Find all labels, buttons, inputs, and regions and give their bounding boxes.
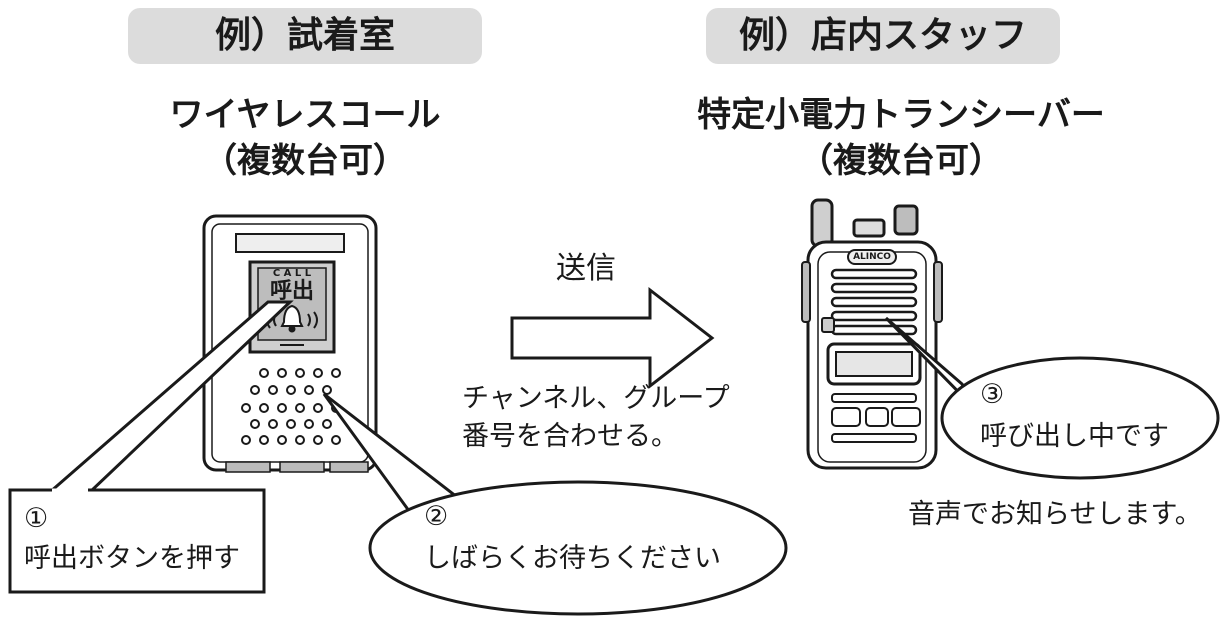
call-button-top-text: C A L L [272, 268, 312, 279]
transceiver-title: 特定小電力トランシーバー [697, 95, 1105, 135]
channel-note-line2: 番号を合わせる。 [462, 421, 678, 452]
transceiver-subtitle: （複数台可） [799, 141, 1003, 181]
step3-text: 呼び出し中です [980, 421, 1169, 452]
voice-note: 音声でお知らせします。 [908, 499, 1202, 530]
step3-number: ③ [980, 379, 1005, 410]
step2-bubble [368, 480, 788, 616]
transceiver-brand: ALINCO [853, 252, 891, 262]
transceiver-device [801, 198, 943, 470]
send-label: 送信 [556, 251, 616, 286]
step1-text: 呼出ボタンを押す [24, 543, 240, 574]
left-example-label: 例）試着室 [128, 8, 482, 64]
wireless-call-title: ワイヤレスコール [169, 95, 441, 135]
step2-text: しばらくお待ちください [424, 543, 721, 574]
step1-number: ① [24, 503, 49, 534]
step2-number: ② [424, 501, 449, 532]
wireless-call-subtitle: （複数台可） [203, 141, 407, 181]
channel-note-line1: チャンネル、グループ [462, 383, 730, 414]
step3-bubble [940, 356, 1220, 480]
step1-box [8, 488, 266, 594]
send-arrow [510, 286, 715, 390]
right-example-label: 例）店内スタッフ [706, 8, 1060, 64]
call-button-text[interactable]: 呼出 [269, 279, 314, 304]
